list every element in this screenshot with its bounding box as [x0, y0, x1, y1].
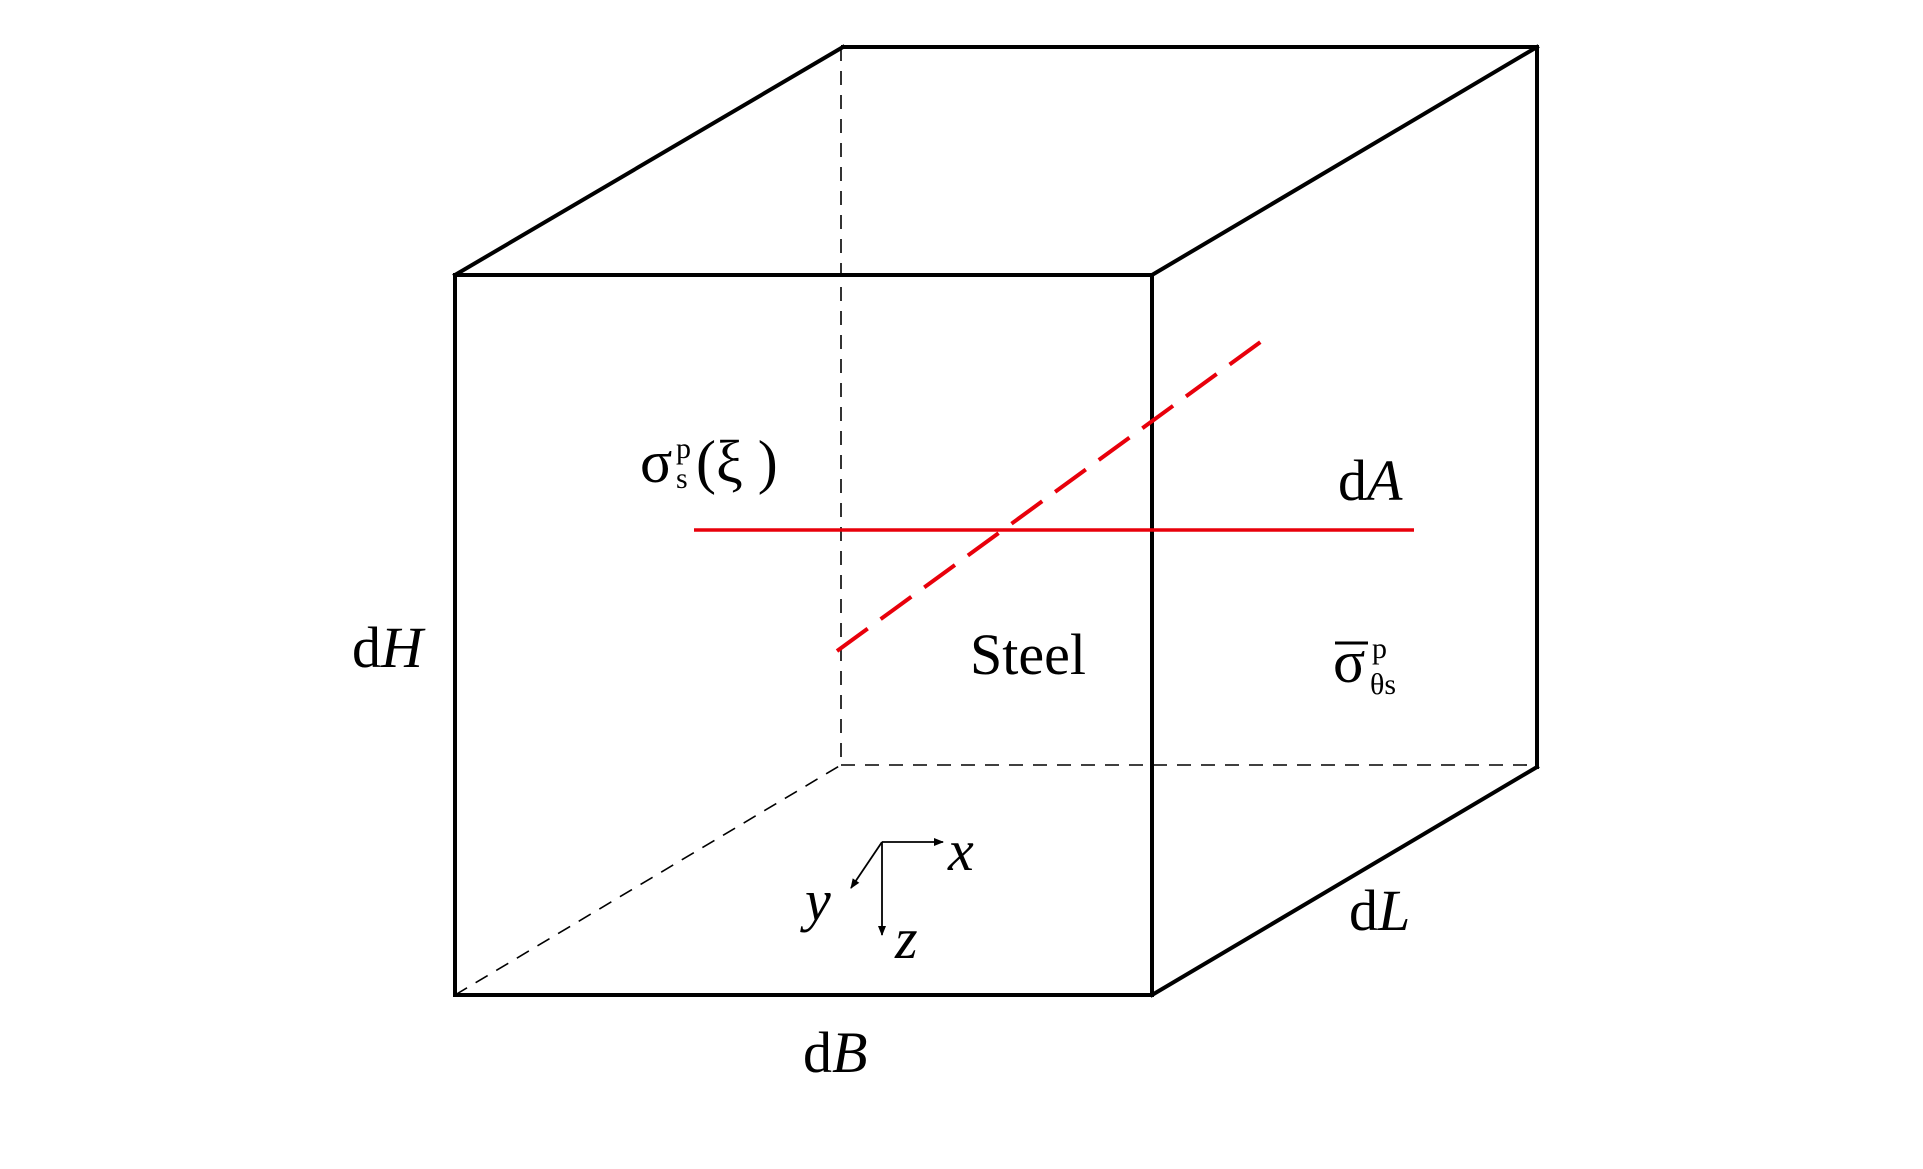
area-prefix: d	[1338, 448, 1367, 513]
height-var: H	[380, 615, 426, 680]
height-label: dH	[352, 615, 426, 680]
mean-stress-symbol: σ	[1333, 629, 1365, 695]
fibers	[694, 336, 1414, 653]
front-face	[453, 273, 1154, 997]
mean-stress-sup: p	[1372, 632, 1387, 665]
top-edge-left	[452, 44, 846, 278]
breadth-label: dB	[803, 1020, 867, 1085]
axis-z-label: z	[894, 906, 918, 971]
area-label: dA	[1338, 448, 1403, 513]
length-label: dL	[1349, 878, 1410, 943]
diagonal-fiber	[835, 336, 1268, 653]
breadth-var: B	[832, 1020, 867, 1085]
breadth-prefix: d	[803, 1020, 832, 1085]
axis-y-label: y	[800, 868, 831, 933]
height-prefix: d	[352, 615, 381, 680]
bottom-edge-right	[1149, 764, 1540, 998]
mean-stress-label: σ p θs	[1333, 629, 1396, 701]
local-stress-sup: p	[676, 432, 691, 465]
length-prefix: d	[1349, 878, 1378, 943]
mean-stress-sub: θs	[1370, 668, 1396, 701]
top-edge-right	[1149, 44, 1540, 278]
length-var: L	[1377, 878, 1410, 943]
hidden-edges	[454, 47, 1536, 996]
hidden-edge-bottom-left	[454, 764, 842, 996]
axis-x-label: x	[947, 818, 974, 883]
local-stress-arg: (ξ )	[696, 429, 778, 495]
local-stress-sub: s	[676, 462, 688, 495]
y-axis-arrow	[850, 841, 883, 889]
coordinate-axes: x y z	[800, 818, 974, 971]
area-var: A	[1363, 448, 1403, 513]
local-stress-label: σ p s (ξ )	[640, 429, 778, 495]
material-label: Steel	[970, 622, 1086, 687]
local-stress-symbol: σ	[640, 429, 672, 495]
visible-edges	[452, 44, 1540, 998]
